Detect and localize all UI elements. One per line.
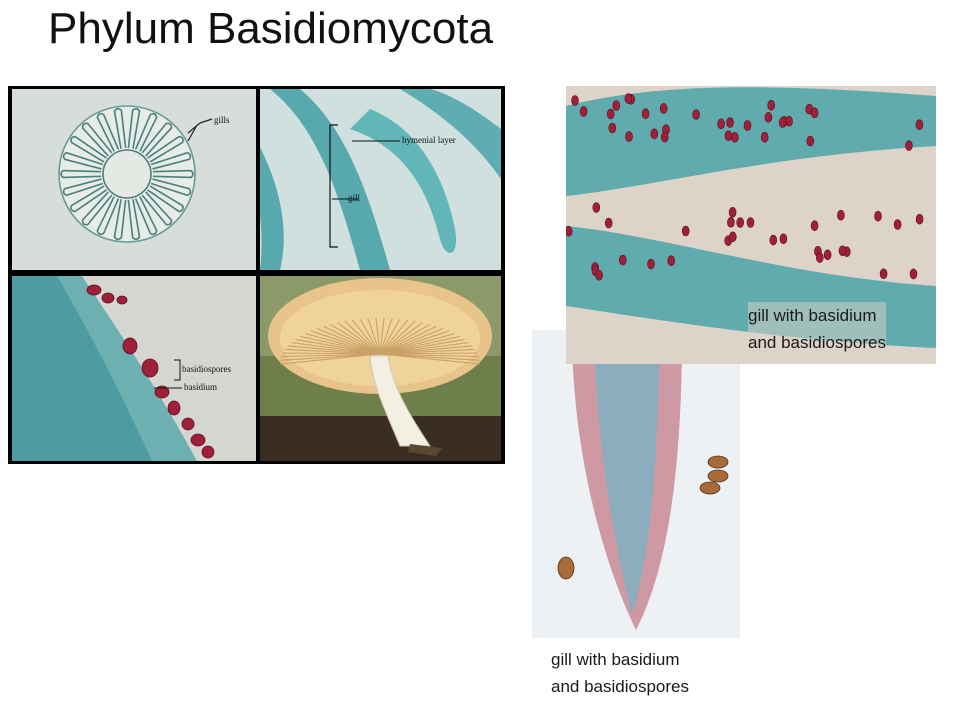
mushroom-photo (260, 276, 501, 461)
caption-top-right-line2: and basidiospores (748, 333, 886, 352)
basidium-image: basidiospores basidium (12, 276, 256, 461)
micrograph-collage: gills hymenial layer gill (8, 86, 505, 464)
caption-bottom-line2: and basidiospores (551, 677, 689, 696)
caption-bottom: gill with basidium and basidiospores (551, 646, 689, 700)
hymenial-layer-label: hymenial layer (402, 135, 456, 145)
slide-title: Phylum Basidiomycota (48, 4, 494, 53)
hymenial-layer-image: hymenial layer gill (260, 89, 501, 270)
basidiospores-label: basidiospores (182, 364, 231, 374)
gill-basidiospores-micrograph-top: gill with basidium and basidiospores (566, 86, 936, 364)
gill-basidiospores-micrograph-bottom (532, 330, 740, 638)
gill-cross-section-image: gills (12, 89, 256, 270)
caption-top-right: gill with basidium and basidiospores (748, 302, 886, 356)
caption-top-right-line1: gill with basidium (748, 306, 877, 325)
gill-label: gill (348, 193, 361, 203)
caption-bottom-line1: gill with basidium (551, 650, 680, 669)
gills-label: gills (214, 115, 230, 125)
basidium-label: basidium (184, 382, 217, 392)
